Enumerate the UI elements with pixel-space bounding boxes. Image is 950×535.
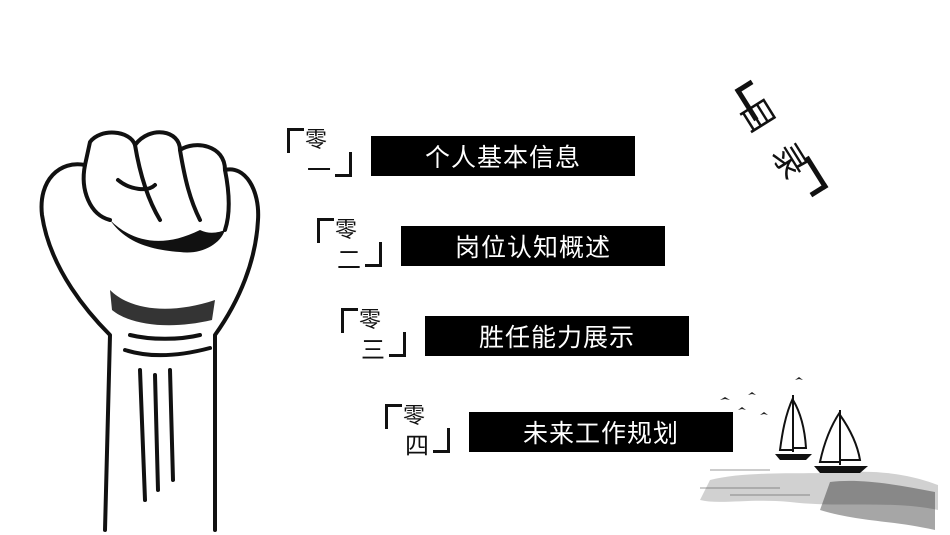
toc-number-3: 零 三 [341, 302, 407, 364]
bracket-left [287, 128, 304, 153]
bracket-right [433, 428, 450, 453]
number-digit: 四 [405, 432, 429, 460]
toc-title: 目 录 [731, 70, 829, 198]
title-bracket-right [792, 155, 829, 198]
bracket-right [389, 332, 406, 357]
toc-label-1[interactable]: 个人基本信息 [371, 136, 635, 176]
toc-number-4: 零 四 [385, 398, 451, 460]
raised-fist-illustration [39, 130, 261, 532]
ink-sailboats-illustration [700, 377, 938, 530]
toc-label-2[interactable]: 岗位认知概述 [401, 226, 665, 266]
number-digit: 二 [337, 246, 361, 274]
bracket-left [317, 218, 334, 243]
number-zero: 零 [305, 128, 328, 153]
toc-label-3[interactable]: 胜任能力展示 [425, 316, 689, 356]
toc-number-1: 零 一 [287, 122, 353, 184]
toc-number-2: 零 二 [317, 212, 383, 274]
number-digit: 三 [361, 336, 385, 364]
bracket-left [385, 404, 402, 429]
bracket-right [365, 242, 382, 267]
bracket-right [335, 152, 352, 177]
toc-label-4[interactable]: 未来工作规划 [469, 412, 733, 452]
number-zero: 零 [403, 404, 426, 429]
number-zero: 零 [335, 218, 358, 243]
number-zero: 零 [359, 308, 382, 333]
number-digit: 一 [307, 156, 331, 184]
bracket-left [341, 308, 358, 333]
